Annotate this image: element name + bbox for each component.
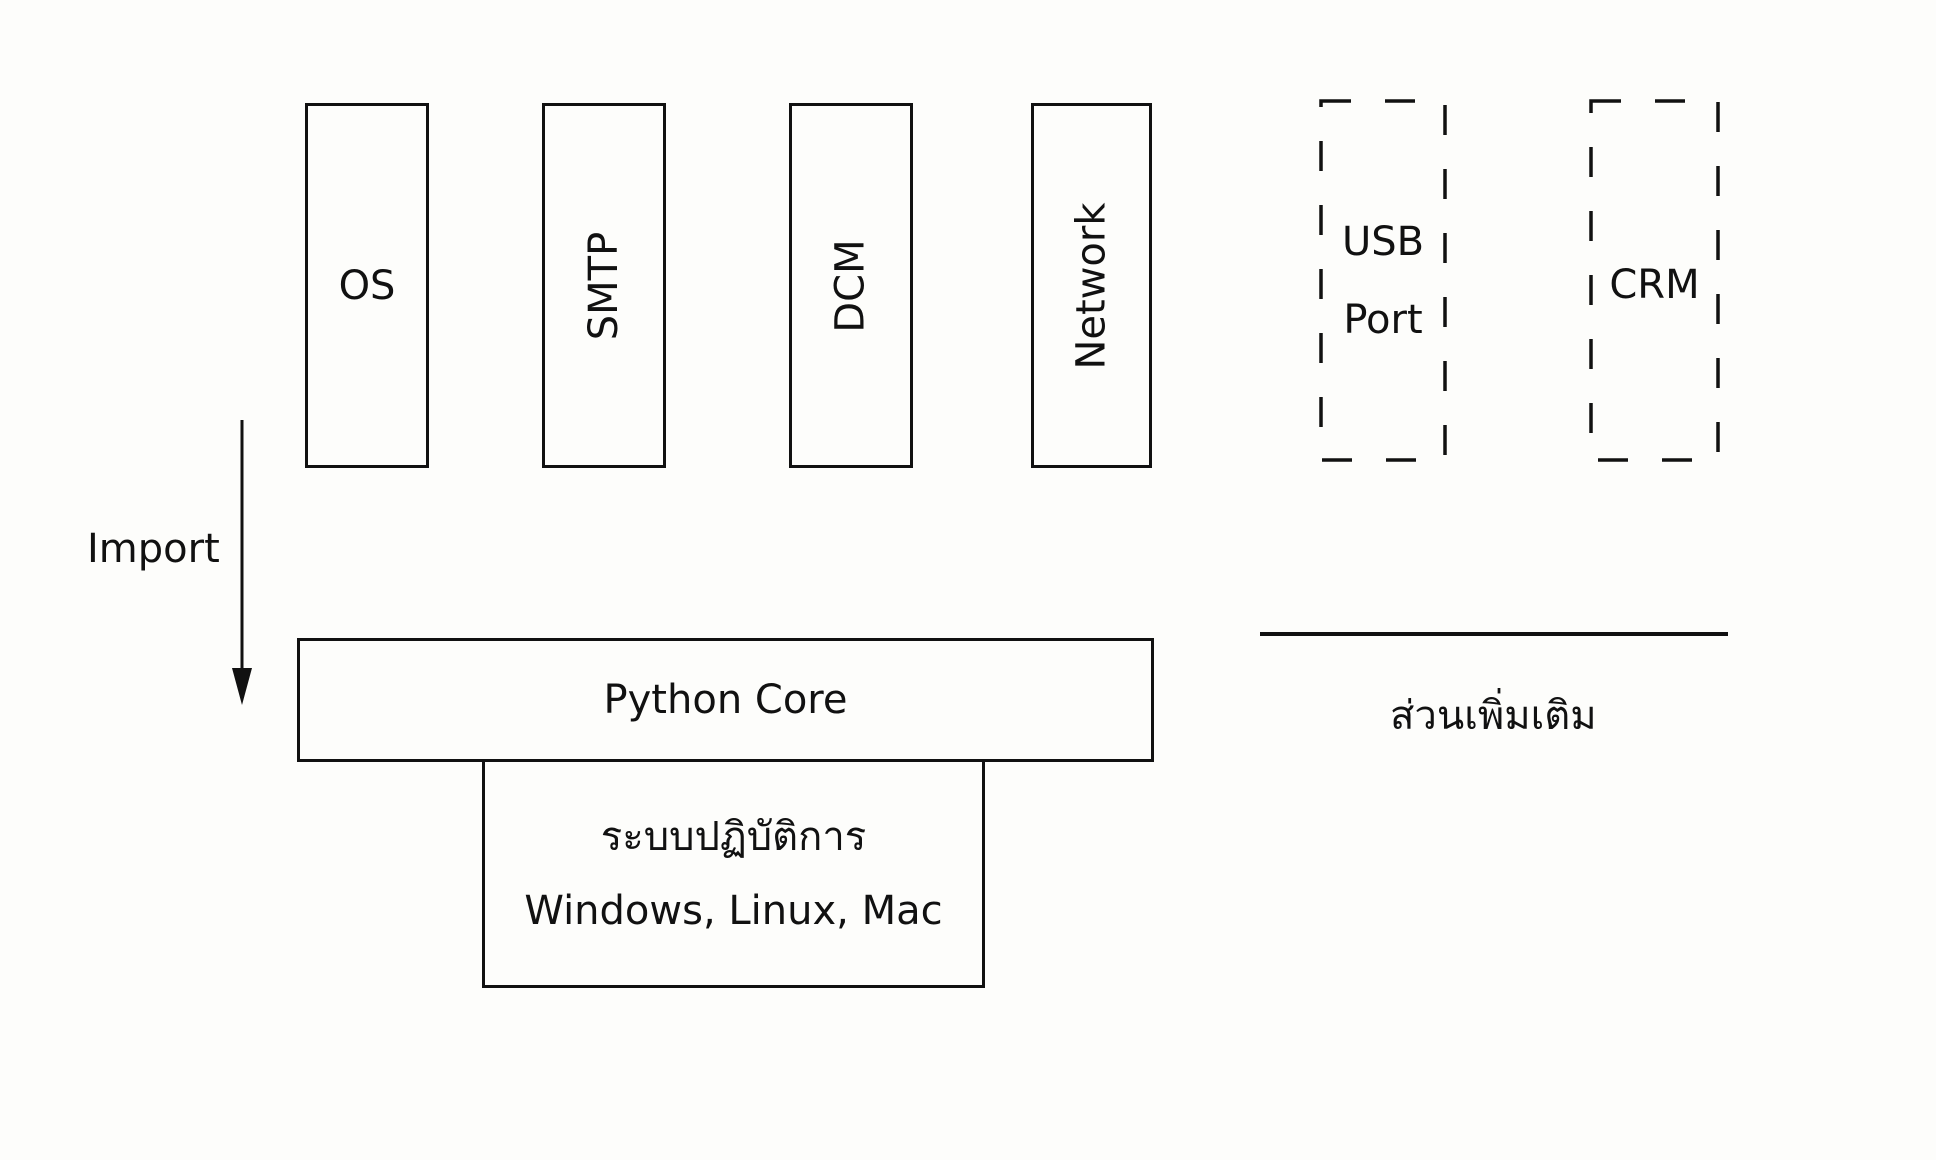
optional-module-usb-port: USB Port [1318,98,1448,463]
module-smtp: SMTP [542,103,666,468]
optional-module-usb-label-line1: USB [1341,218,1425,265]
import-label: Import [87,526,220,572]
dashed-border [1589,99,1720,462]
module-smtp-label: SMTP [581,231,627,340]
extension-label: ส่วนเพิ่มเติม [1390,693,1597,739]
operating-system-list: Windows, Linux, Mac [524,887,943,934]
module-dcm: DCM [789,103,913,468]
optional-module-crm-label: CRM [1609,262,1700,308]
optional-module-crm: CRM [1588,98,1721,463]
python-core-box: Python Core [297,638,1154,762]
operating-system-box: ระบบปฏิบัติการ Windows, Linux, Mac [482,759,985,988]
module-os-label: OS [338,262,396,309]
python-core-label: Python Core [603,677,848,723]
optional-module-usb-label-line2: Port [1343,296,1423,343]
module-network: Network [1031,103,1152,468]
module-network-label: Network [1068,201,1115,370]
module-os: OS [305,103,429,468]
dashed-border [1319,99,1447,462]
operating-system-label: ระบบปฏิบัติการ [600,813,867,860]
legend-line [1260,632,1728,636]
import-arrow [232,420,252,705]
module-dcm-label: DCM [828,238,874,333]
